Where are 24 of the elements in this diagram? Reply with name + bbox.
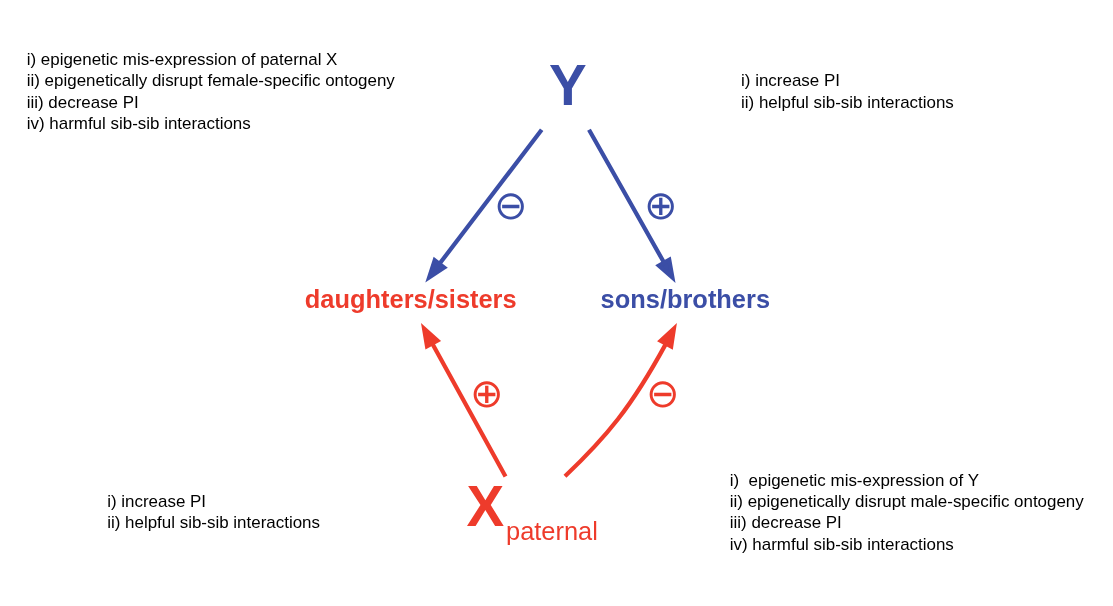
arrow xyxy=(421,323,508,478)
label: ii) epigenetically disrupt male-specific ontogeny xyxy=(729,492,1084,512)
label: i) epigenetic mis-expression of paternal X xyxy=(26,50,338,70)
arrow xyxy=(425,128,544,283)
edge-label: ⊕ xyxy=(643,182,678,227)
label: iv) harmful sib-sib interactions xyxy=(26,113,251,133)
node-text: sons/brothers xyxy=(600,284,771,313)
edge-label: ⊖ xyxy=(646,370,681,415)
label: ii) epigenetically disrupt female-specific ontogeny xyxy=(26,71,395,91)
edge-label: ⊕ xyxy=(469,370,504,415)
label: i) increase PI xyxy=(741,71,840,91)
label: ii) helpful sib-sib interactions xyxy=(741,92,954,112)
arrow xyxy=(563,323,677,478)
node-text: X$_{paternal}$ xyxy=(466,475,598,546)
label: ii) helpful sib-sib interactions xyxy=(107,513,320,533)
label: iv) harmful sib-sib interactions xyxy=(729,534,954,554)
label: i) increase PI xyxy=(107,492,207,512)
node-text: Y xyxy=(549,54,587,118)
label: iii) decrease PI xyxy=(729,513,842,533)
label: iii) decrease PI xyxy=(26,92,139,112)
arrow xyxy=(587,128,676,283)
label: i) epigenetic mis-expression of Y xyxy=(729,470,979,490)
node-text: daughters/sisters xyxy=(304,284,517,313)
edge-label: ⊖ xyxy=(493,182,528,227)
